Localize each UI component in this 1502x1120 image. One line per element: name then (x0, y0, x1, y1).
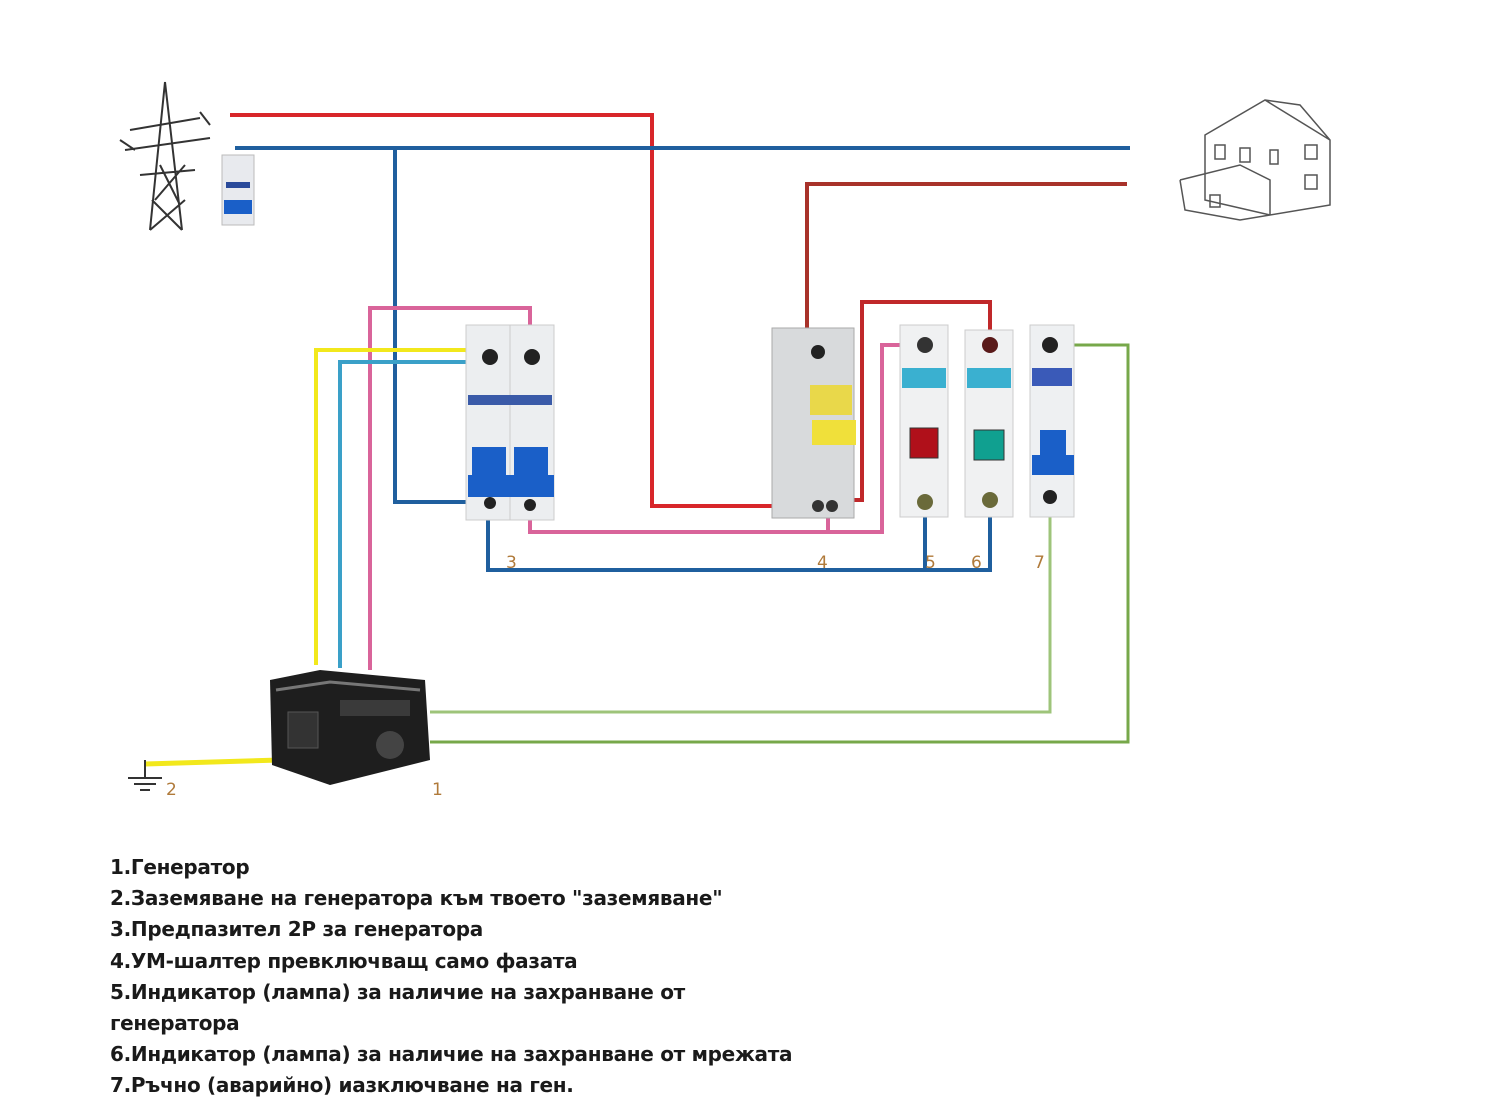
legend: 1.Генератор 2.Заземяване на генератора к… (110, 852, 793, 1102)
green-wire-top (430, 343, 1130, 744)
phase-wire-house (805, 182, 1127, 335)
legend-item: 6.Индикатор (лампа) за наличие на захран… (110, 1042, 793, 1067)
label-7: 7 (1034, 553, 1045, 573)
breaker-2p (465, 324, 555, 521)
breaker-to-switch-pink (528, 343, 925, 534)
label-4: 4 (817, 553, 828, 573)
neutral-bottom-bus (486, 505, 992, 572)
main-breaker-icon (221, 154, 255, 226)
green-wire-bottom (430, 500, 1052, 714)
label-5: 5 (925, 553, 936, 573)
generator-yellow-wire (314, 348, 491, 665)
indicator-lamp-grid (964, 329, 1014, 518)
legend-item: 3.Предпазител 2P за генератора (110, 917, 483, 942)
label-1: 1 (432, 780, 443, 800)
generator-cyan-wire (338, 360, 490, 668)
emergency-disconnect-breaker (1029, 324, 1075, 518)
legend-item: 5.Индикатор (лампа) за наличие на захран… (110, 979, 685, 1004)
phase-wire-grid (230, 113, 822, 508)
neutral-branch (393, 148, 490, 504)
house-icon (1179, 99, 1331, 221)
generator-icon (270, 670, 430, 785)
legend-item: 1.Генератор (110, 855, 250, 879)
indicator-lamp-generator (899, 324, 949, 518)
changeover-switch (771, 327, 856, 519)
label-2: 2 (166, 780, 177, 800)
ground-wire (144, 757, 281, 767)
label-6: 6 (971, 553, 982, 573)
legend-item: генератора (110, 1011, 240, 1036)
power-tower-icon (119, 81, 211, 231)
legend-item: 4.УМ-шалтер превключващ само фазата (110, 948, 578, 973)
label-3: 3 (506, 553, 517, 573)
ground-icon (128, 760, 162, 791)
legend-item: 7.Ръчно (аварийно) иазключване на ген. (110, 1073, 574, 1098)
legend-item: 2.Заземяване на генератора към твоето "з… (110, 886, 723, 911)
